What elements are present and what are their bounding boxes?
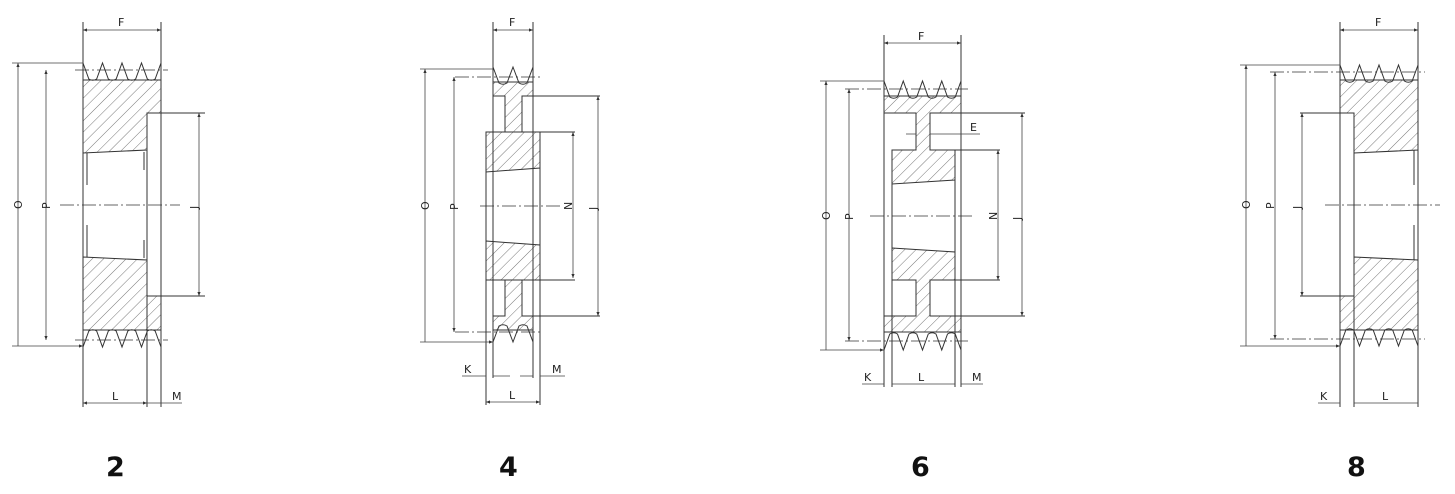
label-o: O (12, 200, 25, 209)
dimension-o (420, 69, 493, 342)
label-f: F (1375, 16, 1381, 29)
belt-groove-teeth (492, 324, 534, 344)
label-m: M (552, 363, 562, 376)
label-k: K (864, 371, 872, 384)
label-n: N (562, 202, 575, 210)
label-k: K (1320, 390, 1328, 403)
label-l: L (1382, 390, 1389, 403)
label-j: J (188, 206, 201, 210)
label-p: P (448, 203, 461, 210)
label-j: J (1291, 206, 1304, 210)
belt-groove-teeth (492, 65, 534, 85)
belt-groove-teeth (883, 79, 962, 99)
figure-2: F O P J L M 2 (12, 16, 205, 483)
label-o: O (820, 211, 833, 220)
label-o: O (419, 201, 432, 210)
pulley-body (455, 22, 600, 405)
pulley-body (60, 22, 205, 407)
belt-groove-teeth (883, 332, 962, 352)
figure-number: 8 (1347, 452, 1366, 483)
figure-number: 6 (911, 452, 930, 483)
belt-groove-teeth (82, 61, 162, 81)
label-p: P (1264, 202, 1277, 209)
belt-groove-teeth (1339, 328, 1419, 348)
dimension-o (820, 81, 884, 350)
dimension-o (1240, 65, 1340, 346)
label-p: P (40, 202, 53, 209)
label-l: L (918, 371, 925, 384)
figure-4: F O P N J K M L 4 (419, 16, 600, 483)
label-l: L (112, 390, 119, 403)
figure-number: 4 (499, 452, 518, 483)
figure-number: 2 (106, 452, 125, 483)
label-f: F (918, 30, 924, 43)
belt-groove-teeth (1339, 63, 1419, 83)
label-j: J (1011, 217, 1024, 221)
label-o: O (1240, 200, 1253, 209)
label-n: N (987, 212, 1000, 220)
label-f: F (509, 16, 515, 29)
label-l: L (509, 389, 516, 402)
figure-8: F O P J K L 8 (1240, 16, 1440, 483)
label-f: F (118, 16, 124, 29)
belt-groove-teeth (82, 329, 162, 349)
label-e: E (970, 121, 977, 134)
label-m: M (172, 390, 182, 403)
pulley-body (1270, 22, 1440, 407)
label-m: M (972, 371, 982, 384)
dimension-o (12, 63, 83, 346)
label-p: P (843, 213, 856, 220)
label-j: J (587, 207, 600, 211)
label-k: K (464, 363, 472, 376)
pulley-body (845, 35, 1025, 387)
figure-6: F E O P N J K L M 6 (820, 30, 1025, 483)
